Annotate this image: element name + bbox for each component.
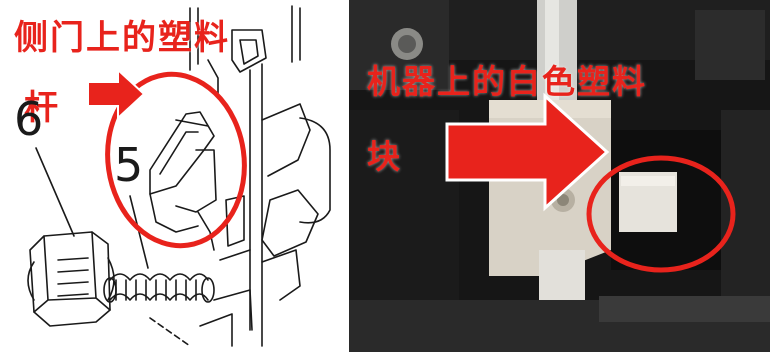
label-side-door-plastic-lever-line1: 侧门上的塑料 — [14, 18, 230, 58]
left-panel-line-drawing: 侧门上的塑料 杆 6 5 — [0, 0, 340, 352]
machine-interior-photo — [349, 0, 770, 352]
highlight-ellipse-lever — [105, 71, 247, 249]
label-side-door-plastic-lever-line2: 杆 — [24, 88, 58, 128]
highlight-ellipse-white-block — [586, 155, 736, 273]
arrow-right-icon-right — [445, 92, 610, 212]
label-white-plastic-block-line1: 机器上的白色塑料 — [367, 62, 647, 101]
right-panel-machine-photo: 机器上的白色塑料 块 — [349, 0, 770, 352]
side-door-line-drawing — [27, 5, 331, 347]
label-white-plastic-block-line2: 块 — [367, 137, 400, 176]
arrow-right-icon-left — [87, 67, 146, 121]
callout-number-5: 5 — [114, 138, 144, 192]
callout-number-6: 6 — [14, 92, 44, 146]
